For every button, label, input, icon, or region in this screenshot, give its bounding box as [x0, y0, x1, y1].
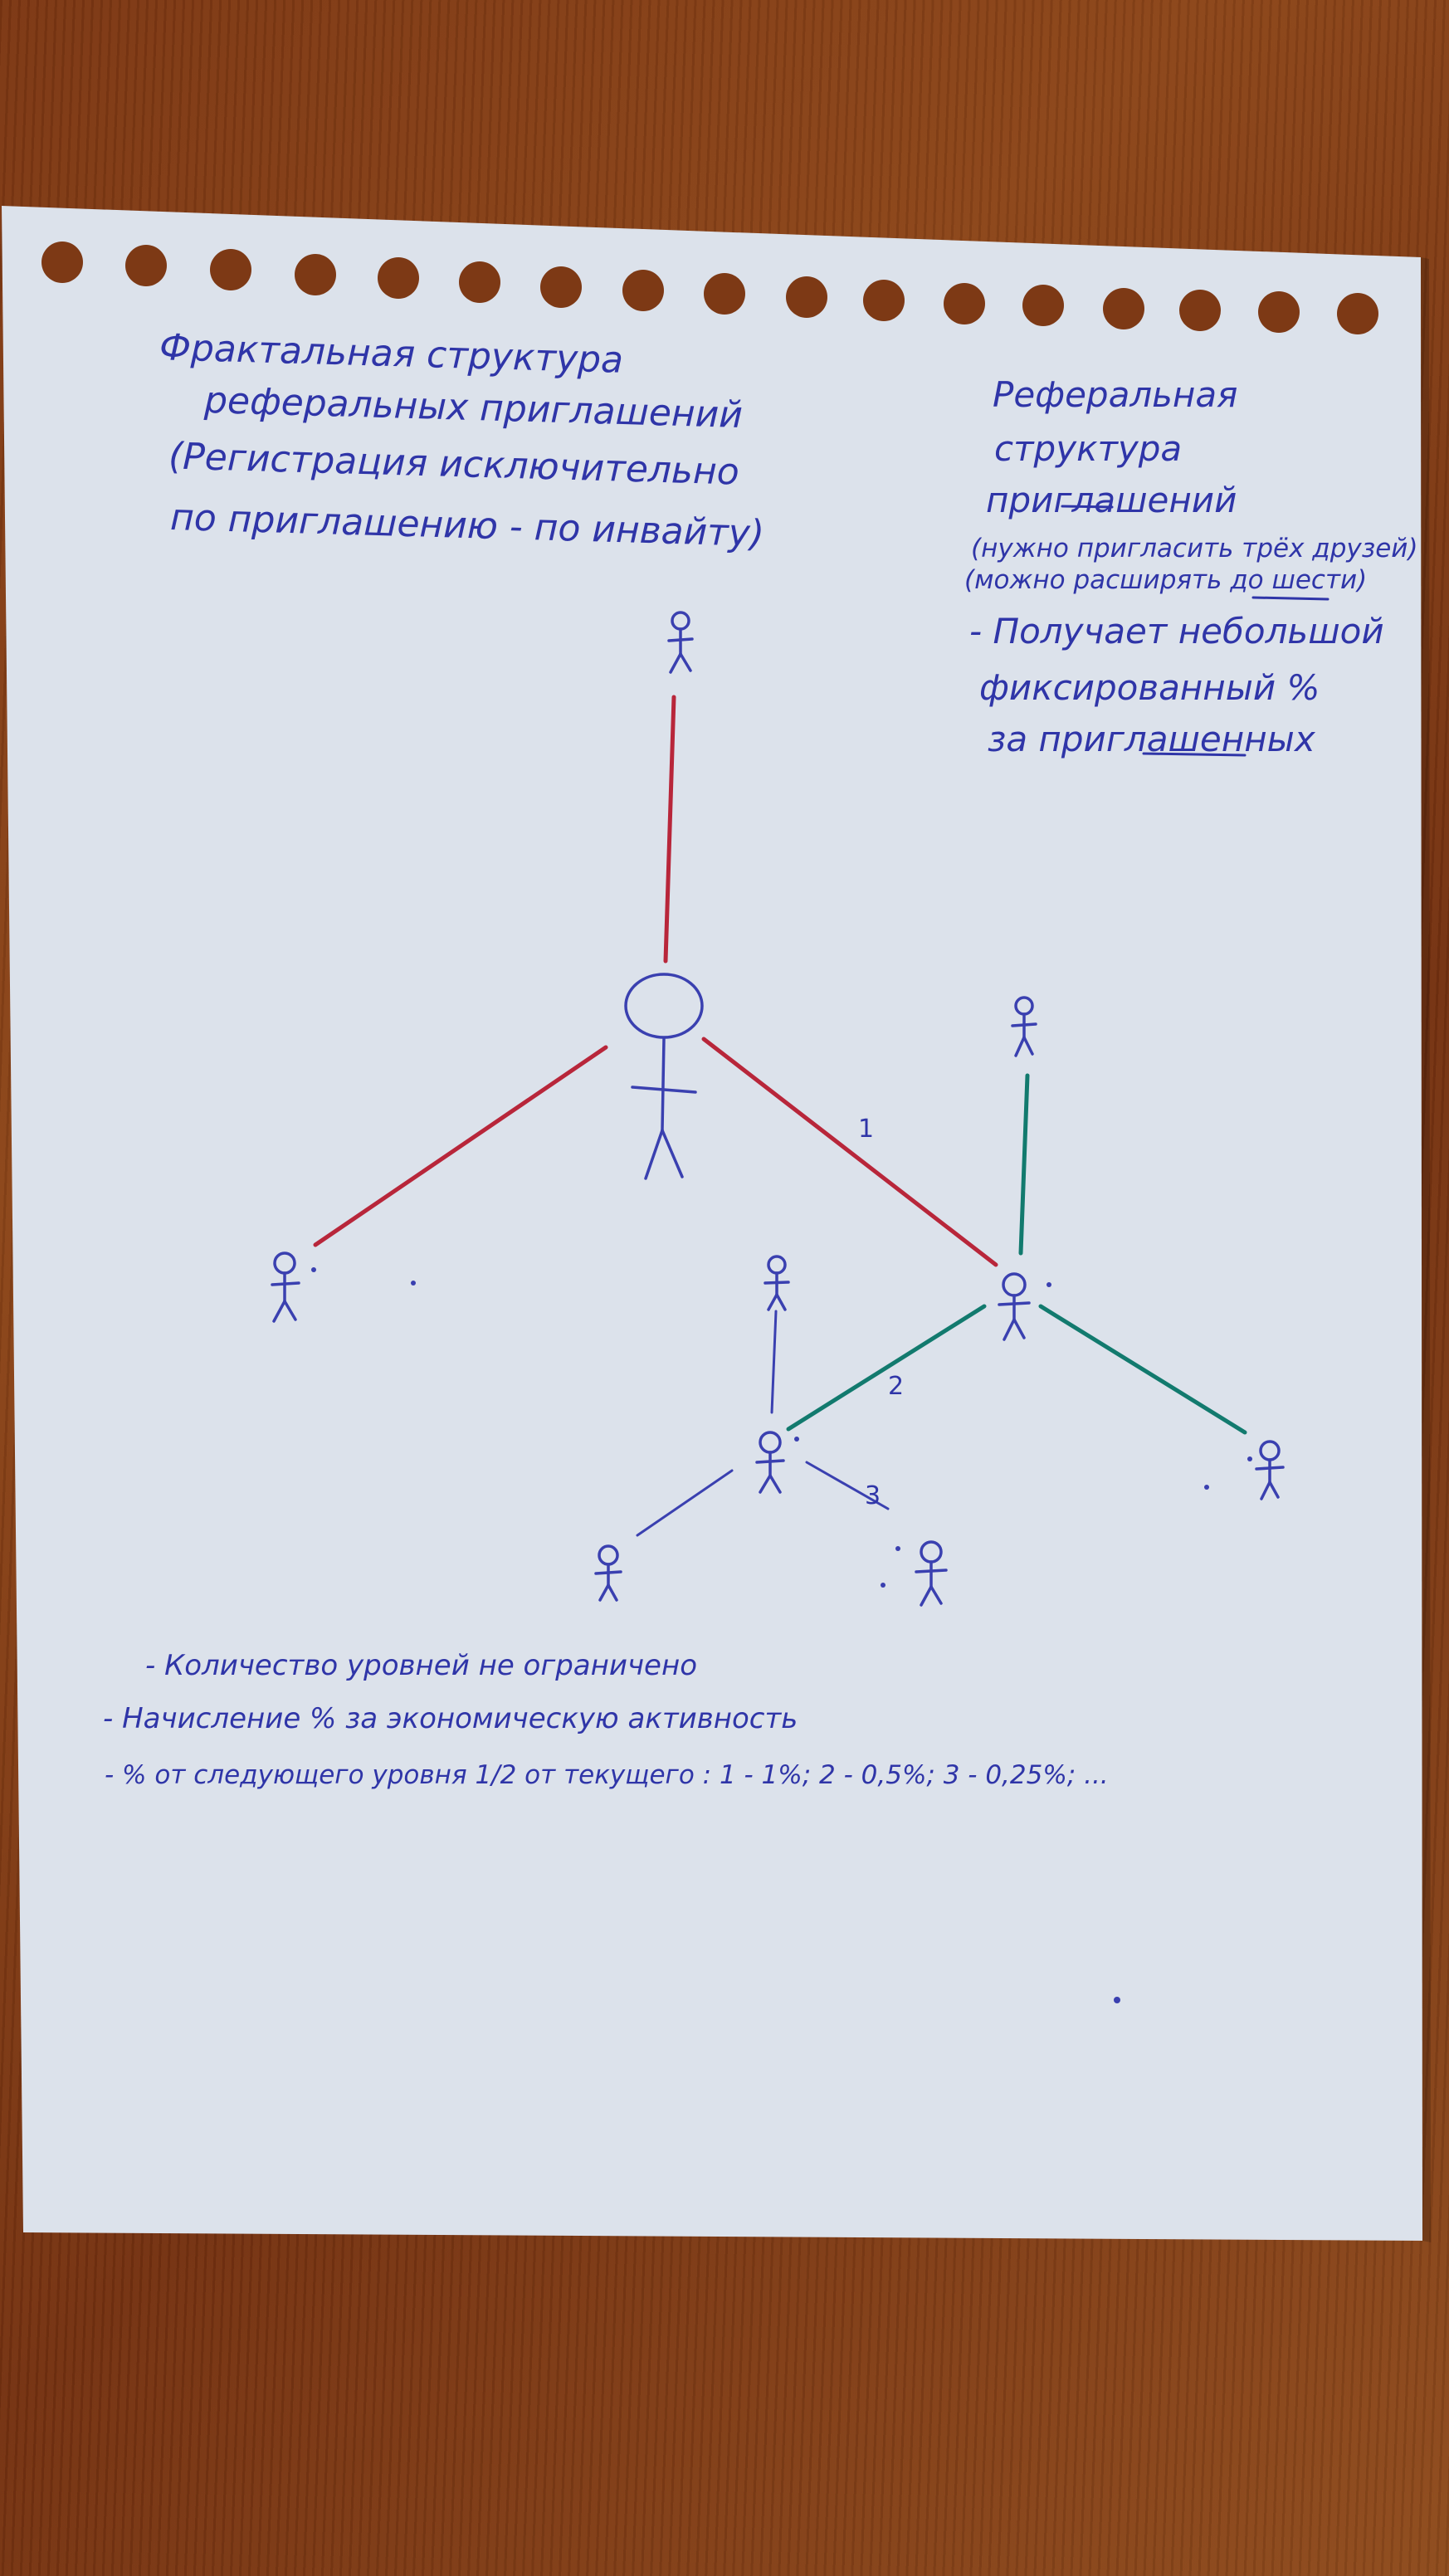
underlines: [1061, 505, 1329, 757]
side-line-4: (нужно пригласить трёх друзей): [971, 534, 1418, 564]
side-line-2: структура: [994, 428, 1183, 469]
side-line-3: приглашений: [986, 480, 1237, 520]
edge-root-to-left: [313, 1045, 608, 1247]
figure-far-right: [1255, 1440, 1285, 1500]
figure-lower: [755, 1431, 785, 1494]
note-line-2: - Начисление % за экономическую активнос…: [103, 1702, 798, 1735]
side-line-5: (можно расширять до шести): [964, 565, 1368, 595]
edge-label-2: 2: [888, 1372, 905, 1401]
edge-upper-to-mid: [1018, 1073, 1030, 1256]
figure-small-mid: [764, 1255, 790, 1311]
side-line-1: Реферальная: [993, 374, 1238, 415]
note-line-3: - % от следующего уровня 1/2 от текущего…: [105, 1760, 1109, 1790]
side-line-6: - Получает небольшой: [969, 611, 1384, 651]
figure-top: [667, 611, 694, 674]
edge-mid-to-right: [1038, 1304, 1247, 1435]
blue-edges: [636, 1310, 890, 1537]
paper-shadow-edge: [1421, 257, 1431, 2242]
note-line-1: - Количество уровней не ограничено: [145, 1649, 697, 1682]
side-line-8: за приглашенных: [988, 719, 1315, 759]
side-line-7: фиксированный %: [979, 667, 1320, 708]
ink-dots: [311, 1267, 1252, 2003]
figure-left: [271, 1251, 300, 1323]
red-edges: [313, 695, 998, 1267]
edge-mid-to-lower: [786, 1304, 987, 1432]
edge-label-3: 3: [865, 1481, 881, 1510]
figures: [271, 611, 1285, 1607]
green-edges: [786, 1073, 1247, 1435]
figure-root: [624, 973, 704, 1180]
figure-upper-right: [1011, 996, 1037, 1057]
edge-top-to-root: [663, 695, 676, 964]
figure-mid: [998, 1272, 1031, 1341]
edge-small-to-lower: [770, 1310, 778, 1414]
figure-bottom-right: [915, 1540, 948, 1607]
edge-root-to-right: [701, 1037, 998, 1267]
edge-label-1: 1: [858, 1115, 875, 1144]
punched-holes: [41, 242, 1378, 334]
paper-sheet: [2, 206, 1422, 2241]
figure-bottom-left: [594, 1544, 622, 1602]
edge-lower-to-right: [805, 1461, 890, 1510]
edge-lower-to-left: [636, 1469, 734, 1537]
